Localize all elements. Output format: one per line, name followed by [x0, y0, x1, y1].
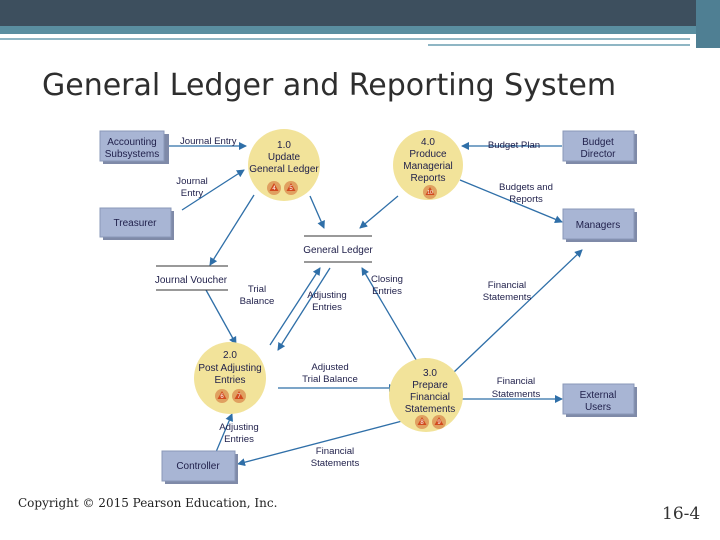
threat-badge-icon: 4 [267, 181, 281, 195]
svg-text:Managerial: Managerial [403, 161, 452, 172]
datastore-journal-voucher: Journal Voucher [155, 265, 228, 291]
flow-label-adjusting-entries-controller: Adjusting [219, 422, 258, 433]
slide-title: General Ledger and Reporting System [42, 68, 617, 103]
flow-label-adjusting-entries: Adjusting [307, 290, 346, 301]
svg-text:4: 4 [272, 186, 276, 192]
datastore-general-ledger: General Ledger [303, 235, 373, 263]
svg-text:Subsystems: Subsystems [105, 149, 159, 160]
flow-label-budgets-and-reports: Budgets and [499, 182, 553, 193]
threat-badge-icon: 7 [232, 389, 246, 403]
flow-label-trial-balance: Trial [248, 284, 266, 295]
svg-text:Entries: Entries [312, 302, 342, 313]
svg-text:Accounting: Accounting [107, 137, 156, 148]
arrow-controller-to-p2 [215, 413, 233, 453]
svg-text:Financial: Financial [410, 392, 450, 403]
svg-text:Reports: Reports [410, 173, 445, 184]
svg-text:Controller: Controller [176, 461, 220, 472]
svg-text:9: 9 [437, 420, 441, 426]
flow-label-closing-entries: Closing [371, 274, 403, 285]
header-rule [0, 38, 690, 40]
svg-text:Users: Users [585, 402, 611, 413]
svg-text:Statements: Statements [492, 389, 541, 400]
svg-text:External: External [580, 390, 617, 401]
svg-text:10: 10 [427, 190, 433, 196]
svg-text:Entries: Entries [372, 286, 402, 297]
svg-text:Post Adjusting: Post Adjusting [198, 363, 261, 374]
process-3-prepare-financial-statements: 3.0 Prepare Financial Statements 8 9 [389, 358, 463, 432]
svg-text:Reports: Reports [509, 194, 543, 205]
threat-badge-icon: 9 [432, 415, 446, 429]
arrow-p2-to-general-ledger [269, 267, 321, 346]
arrow-p4-to-managers [459, 179, 563, 224]
flow-label-financial-statements-managers: Financial [488, 280, 526, 291]
svg-text:6: 6 [220, 394, 224, 400]
svg-text:General Ledger: General Ledger [249, 164, 319, 175]
threat-badge-icon: 6 [215, 389, 229, 403]
arrow-p3-to-general-ledger [361, 267, 419, 364]
svg-text:Entries: Entries [224, 434, 254, 445]
svg-text:Managers: Managers [576, 220, 620, 231]
arrow-p1-to-general-ledger [309, 195, 325, 229]
arrow-treasurer-to-p1 [181, 169, 245, 211]
svg-text:Journal Voucher: Journal Voucher [155, 275, 228, 286]
svg-text:Statements: Statements [311, 458, 360, 469]
flow-label-financial-statements-controller: Financial [316, 446, 354, 457]
entity-controller: Controller [161, 450, 238, 484]
svg-text:General Ledger: General Ledger [303, 245, 373, 256]
copyright-notice: Copyright © 2015 Pearson Education, Inc. [18, 496, 278, 510]
threat-badge-icon: 5 [284, 181, 298, 195]
arrow-journal-voucher-to-p2 [205, 289, 237, 345]
entity-external-users: External Users [562, 383, 637, 417]
svg-text:1.0: 1.0 [277, 140, 291, 151]
svg-text:Director: Director [580, 149, 616, 160]
flow-label-financial-statements-external: Financial [497, 376, 535, 387]
flow-labels: Journal Entry Journal Entry Budget Plan … [176, 136, 553, 469]
svg-text:Balance: Balance [240, 296, 275, 307]
svg-text:Prepare: Prepare [412, 380, 448, 391]
flow-label-journal-entry: Journal Entry [180, 136, 237, 147]
page-number: 16-4 [662, 504, 701, 524]
threat-badge-icon: 10 [423, 185, 437, 199]
entity-accounting-subsystems: Accounting Subsystems [99, 130, 169, 164]
header-rule-short [428, 44, 690, 46]
entity-budget-director: Budget Director [562, 130, 637, 164]
entity-treasurer: Treasurer [99, 207, 174, 240]
svg-text:Produce: Produce [409, 149, 447, 160]
entity-managers: Managers [562, 208, 637, 242]
svg-text:Entry: Entry [181, 188, 204, 199]
svg-text:Update: Update [268, 152, 301, 163]
svg-text:7: 7 [237, 394, 241, 400]
svg-text:5: 5 [289, 186, 293, 192]
arrow-p3-to-managers [453, 249, 583, 373]
corner-accent [696, 0, 720, 48]
svg-text:Statements: Statements [405, 404, 456, 415]
svg-text:8: 8 [420, 420, 424, 426]
process-2-post-adjusting-entries: 2.0 Post Adjusting Entries 6 7 [194, 342, 266, 414]
svg-text:3.0: 3.0 [423, 368, 437, 379]
svg-text:4.0: 4.0 [421, 137, 435, 148]
process-4-produce-managerial-reports: 4.0 Produce Managerial Reports 10 [393, 130, 463, 200]
svg-text:Treasurer: Treasurer [114, 218, 158, 229]
arrow-general-ledger-to-p4 [359, 195, 399, 229]
flow-label-adjusted-trial-balance: Adjusted [311, 362, 348, 373]
header-accent-bar [0, 26, 720, 34]
svg-text:Budget: Budget [582, 137, 614, 148]
svg-text:Entries: Entries [214, 375, 245, 386]
svg-text:Statements: Statements [483, 292, 532, 303]
svg-text:2.0: 2.0 [223, 350, 237, 361]
flow-arrows [164, 142, 583, 467]
threat-badge-icon: 8 [415, 415, 429, 429]
flow-label-budget-plan: Budget Plan [488, 140, 540, 151]
arrow-p1-to-journal-voucher [209, 194, 255, 266]
flow-label-journal-entry-treasurer: Journal [176, 176, 207, 187]
header-bar [0, 0, 720, 26]
process-1-update-general-ledger: 1.0 Update General Ledger 4 5 [248, 129, 320, 201]
svg-text:Trial Balance: Trial Balance [302, 374, 358, 385]
arrow-general-ledger-to-p2 [277, 267, 331, 351]
arrow-p3-to-controller [237, 419, 407, 467]
